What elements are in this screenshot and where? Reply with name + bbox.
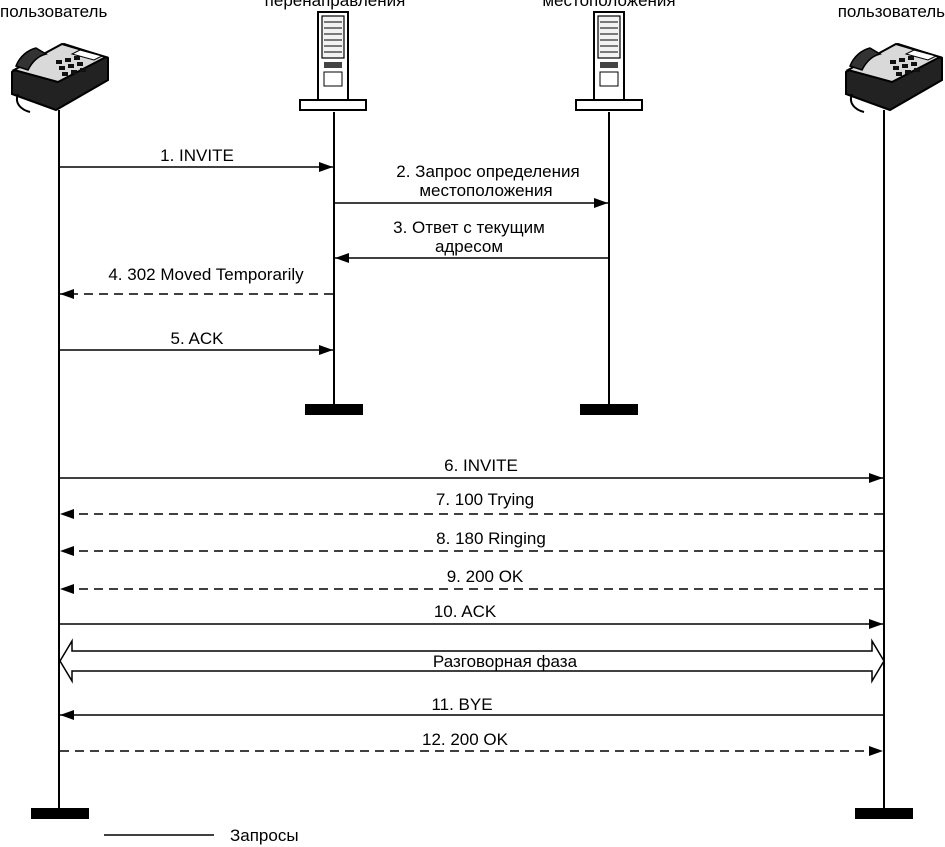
message-label-6-invite: 6. INVITE — [444, 456, 518, 475]
lifeline-end-user-a — [31, 808, 89, 819]
message-label-12-200-ok: 12. 200 OK — [422, 730, 509, 749]
legend-label-requests: Запросы — [230, 826, 299, 845]
conversation-phase-arrow — [59, 638, 885, 684]
server-tower-icon — [575, 11, 643, 111]
message-label-4-302-moved: 4. 302 Moved Temporarily — [108, 265, 304, 284]
message-label-8-180-ringing: 8. 180 Ringing — [436, 529, 546, 548]
message-label-10-ack: 10. ACK — [434, 602, 497, 621]
participant-label-location-server: местоположения — [542, 0, 675, 10]
message-label-5-ack: 5. ACK — [171, 329, 225, 348]
message-label-2-line1: 2. Запрос определения — [396, 162, 579, 181]
lifeline-end-location-server — [580, 404, 638, 415]
message-label-3-line1: 3. Ответ с текущим — [393, 218, 545, 237]
telephone-icon — [11, 43, 109, 113]
message-label-9-200-ok: 9. 200 OK — [447, 567, 524, 586]
message-label-7-100-trying: 7. 100 Trying — [436, 490, 534, 509]
participant-label-user-b: пользователь — [838, 2, 945, 21]
message-label-1-invite: 1. INVITE — [160, 146, 234, 165]
server-tower-icon — [299, 11, 367, 111]
conversation-phase-label: Разговорная фаза — [433, 652, 578, 671]
message-label-3-line2: адресом — [435, 237, 503, 256]
telephone-icon — [845, 43, 943, 113]
participant-label-redirect-server: перенаправления — [265, 0, 406, 10]
participant-label-user-a: пользователь — [0, 2, 107, 21]
lifeline-end-user-b — [855, 808, 913, 819]
lifeline-end-redirect-server — [305, 404, 363, 415]
message-label-2-line2: местоположения — [419, 181, 552, 200]
message-label-11-bye: 11. BYE — [431, 695, 492, 714]
